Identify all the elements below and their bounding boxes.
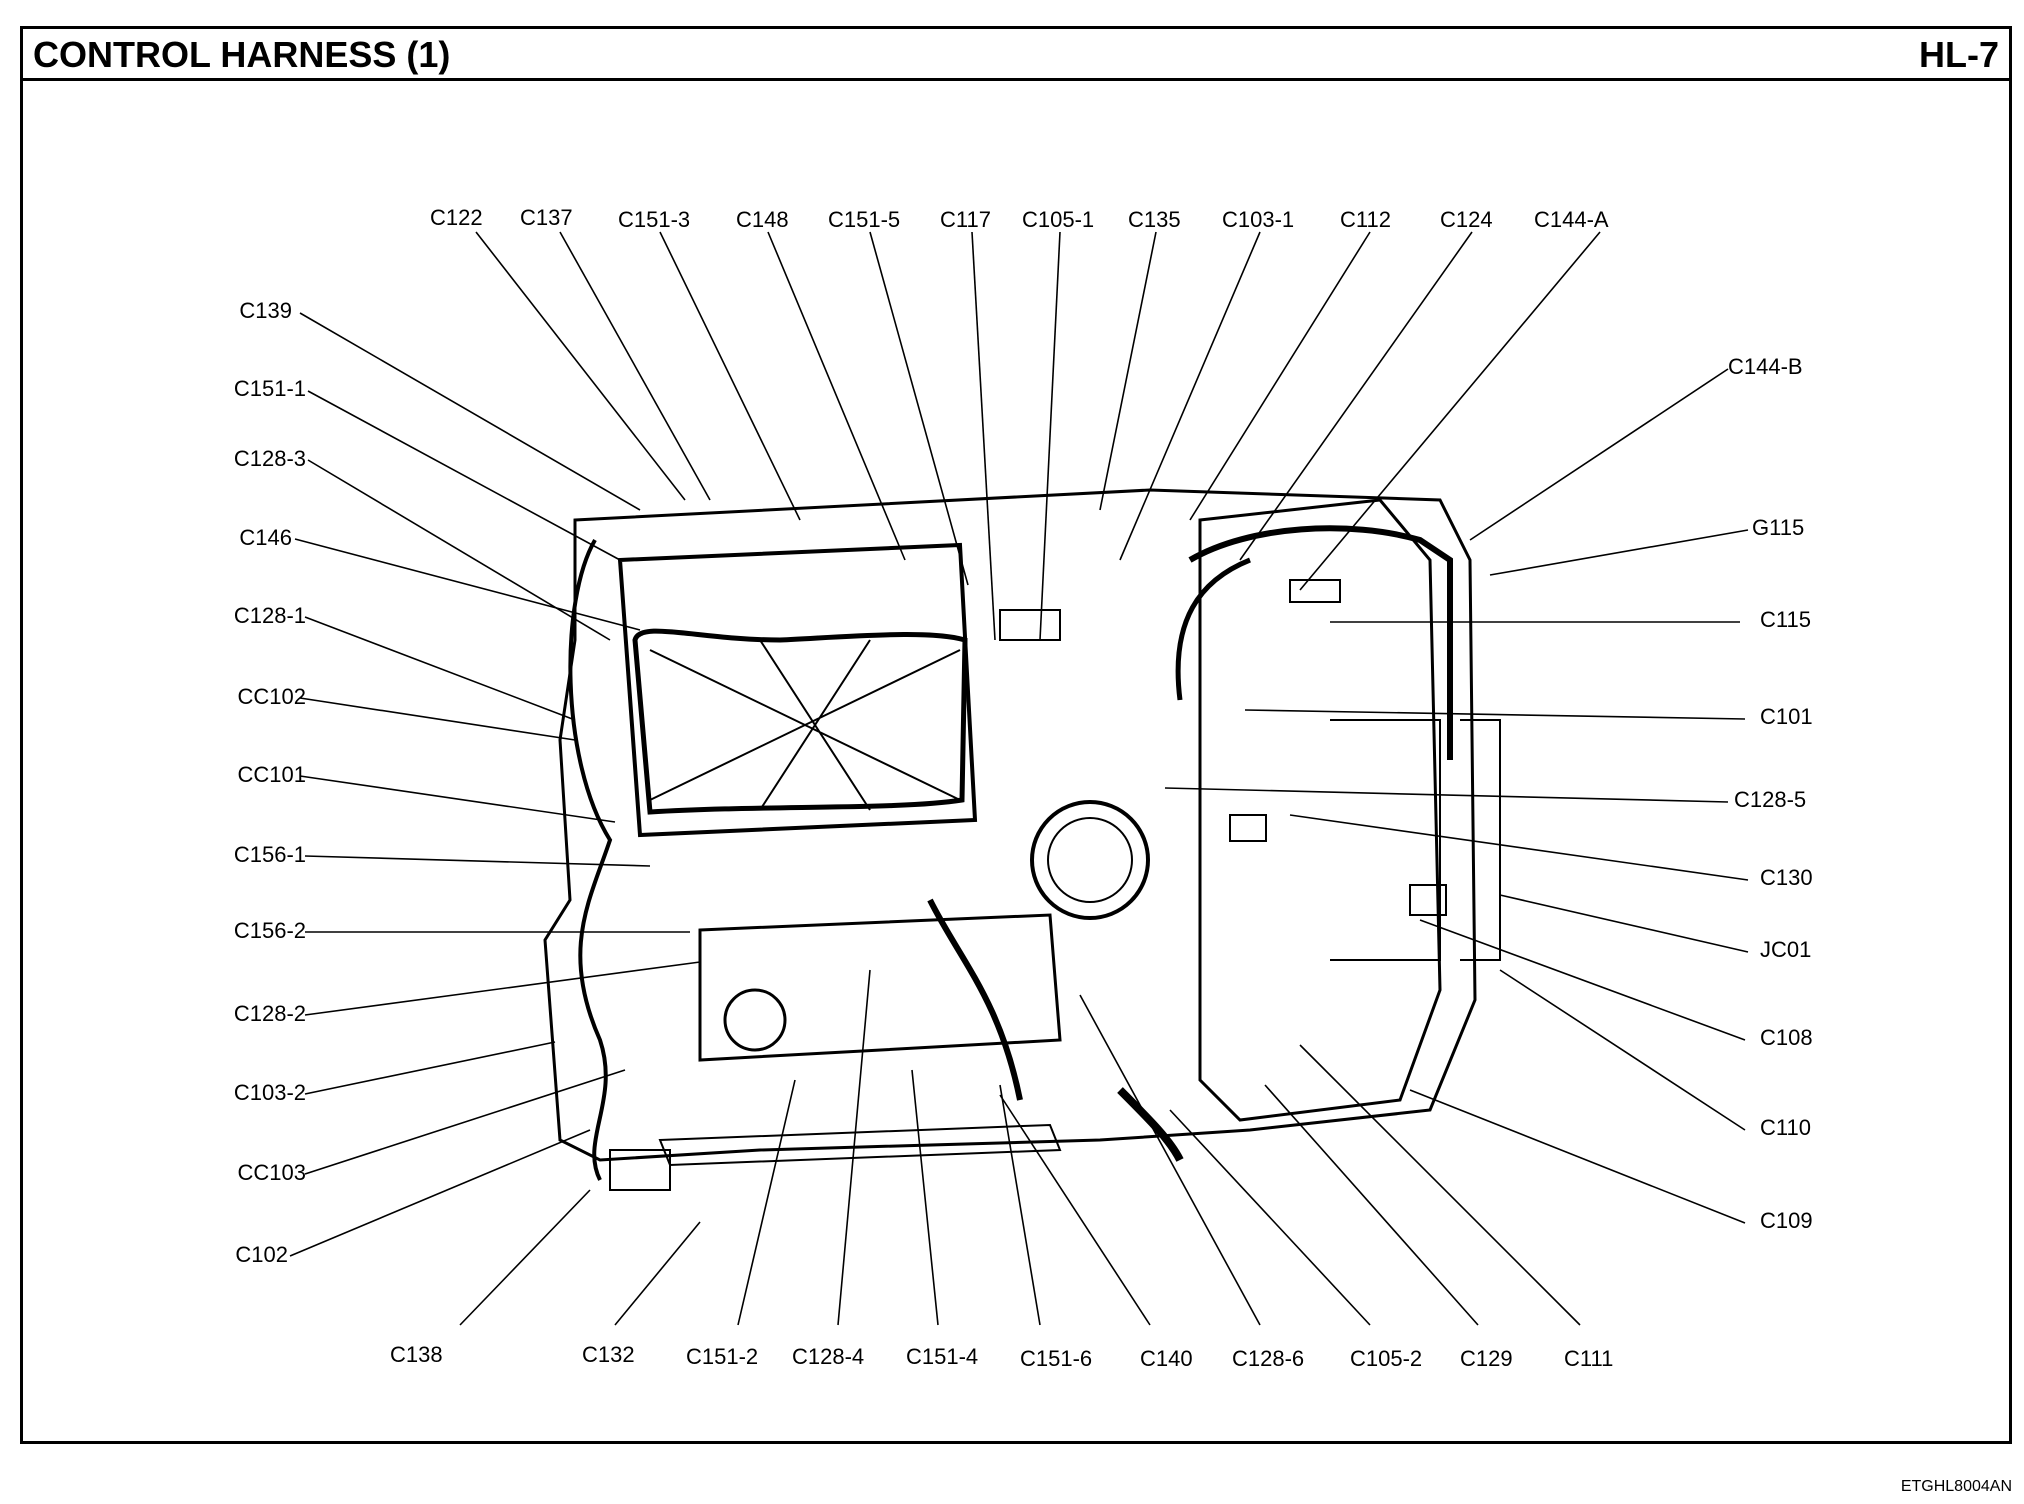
label-c144-b: C144-B <box>1728 354 1803 379</box>
label-c135: C135 <box>1128 207 1181 232</box>
label-c105-1: C105-1 <box>1022 207 1094 232</box>
page-title: CONTROL HARNESS (1) <box>33 34 451 75</box>
label-cc103: CC103 <box>238 1160 306 1185</box>
label-c151-3: C151-3 <box>618 207 690 232</box>
label-cc102: CC102 <box>238 684 306 709</box>
engine-illustration <box>543 488 1501 1191</box>
label-c102: C102 <box>235 1242 288 1267</box>
label-c151-6: C151-6 <box>1020 1346 1092 1371</box>
label-c108: C108 <box>1760 1025 1813 1050</box>
label-g115: G115 <box>1752 515 1804 540</box>
label-c124: C124 <box>1440 207 1493 232</box>
label-c151-5: C151-5 <box>828 207 900 232</box>
left-labels: C139 C151-1 C128-3 C146 C128-1 CC102 CC1… <box>234 298 306 1267</box>
page-number: HL-7 <box>1919 34 1999 75</box>
label-c146: C146 <box>239 525 292 550</box>
page-header: CONTROL HARNESS (1) HL-7 <box>23 29 2009 81</box>
label-c103-1: C103-1 <box>1222 207 1294 232</box>
leader-lines <box>289 231 1749 1326</box>
label-cc101: CC101 <box>238 762 306 787</box>
label-c105-2: C105-2 <box>1350 1346 1422 1371</box>
label-c140: C140 <box>1140 1346 1193 1371</box>
label-c103-2: C103-2 <box>234 1080 306 1105</box>
label-c128-4: C128-4 <box>792 1344 864 1369</box>
label-c110: C110 <box>1760 1115 1811 1140</box>
top-labels: C122 C137 C151-3 C148 C151-5 C117 C105-1… <box>430 205 1609 232</box>
label-c128-1: C128-1 <box>234 603 306 628</box>
label-c111: C111 <box>1564 1346 1613 1371</box>
label-c129: C129 <box>1460 1346 1513 1371</box>
bottom-labels: C138 C132 C151-2 C128-4 C151-4 C151-6 C1… <box>390 1342 1613 1371</box>
label-c148: C148 <box>736 207 789 232</box>
label-c122: C122 <box>430 205 483 230</box>
label-c151-2: C151-2 <box>686 1344 758 1369</box>
label-c130: C130 <box>1760 865 1813 890</box>
label-c144-a: C144-A <box>1534 207 1609 232</box>
label-c156-1: C156-1 <box>234 842 306 867</box>
label-jc01: JC01 <box>1760 937 1811 962</box>
label-c128-3: C128-3 <box>234 446 306 471</box>
label-c112: C112 <box>1340 207 1391 232</box>
label-c109: C109 <box>1760 1208 1813 1233</box>
label-c101: C101 <box>1760 704 1813 729</box>
label-c117: C117 <box>940 207 991 232</box>
page-frame: CONTROL HARNESS (1) HL-7 <box>20 26 2012 1444</box>
label-c151-4: C151-4 <box>906 1344 978 1369</box>
diagram-code: ETGHL8004AN <box>1900 1478 2012 1495</box>
label-c132: C132 <box>582 1342 635 1367</box>
label-c151-1: C151-1 <box>234 376 306 401</box>
label-c156-2: C156-2 <box>234 918 306 943</box>
label-c128-2: C128-2 <box>234 1001 306 1026</box>
label-c128-6: C128-6 <box>1232 1346 1304 1371</box>
label-c137: C137 <box>520 205 573 230</box>
right-labels: C144-B G115 C115 C101 C128-5 C130 JC01 C… <box>1728 354 1813 1233</box>
label-c138: C138 <box>390 1342 443 1367</box>
label-c128-5: C128-5 <box>1734 787 1806 812</box>
label-c139: C139 <box>239 298 292 323</box>
label-c115: C115 <box>1760 607 1811 632</box>
